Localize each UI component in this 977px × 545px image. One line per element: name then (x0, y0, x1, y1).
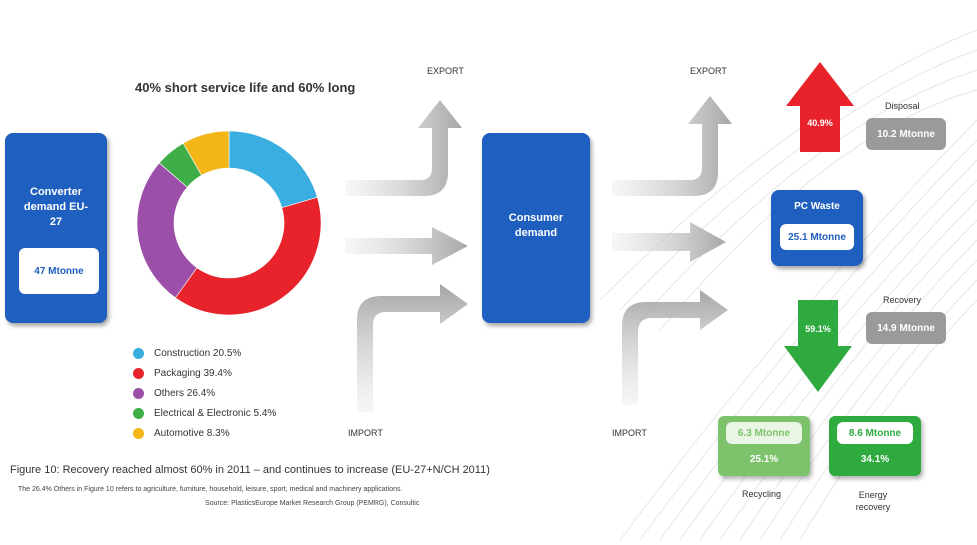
legend-label: Packaging 39.4% (154, 367, 232, 379)
donut-slice-packaging (174, 196, 322, 316)
export-arrow-right (612, 96, 732, 196)
converter-demand-box: Converter demand EU-27 47 Mtonne (5, 133, 107, 323)
legend-item-packaging: Packaging 39.4% (133, 363, 276, 383)
recovery-label: Recovery (883, 295, 922, 305)
chart-title: 40% short service life and 60% long (135, 80, 356, 95)
legend-label: Automotive 8.3% (154, 427, 230, 439)
legend-swatch (133, 387, 144, 399)
donut-slice-automotive (182, 130, 230, 176)
recovery-percent: 59.1% (805, 324, 831, 334)
legend-label: Others 26.4% (154, 387, 216, 399)
legend-label: Construction 20.5% (154, 347, 242, 359)
legend-label: Electrical & Electronic 5.4% (154, 407, 277, 419)
recycling-value: 6.3 Mtonne (726, 422, 802, 444)
energy-recovery-label: Energy recovery (855, 490, 891, 512)
consumer-demand-box: Consumer demand (482, 133, 590, 323)
disposal-percent: 40.9% (807, 118, 833, 128)
legend-swatch (133, 427, 144, 439)
import-arrow-left (357, 284, 468, 412)
energy-recovery-value: 8.6 Mtonne (837, 422, 913, 444)
import-label-right: IMPORT (612, 428, 647, 438)
legend-swatch (133, 347, 144, 359)
energy-recovery-box: 8.6 Mtonne 34.1% (829, 416, 921, 476)
recycling-label: Recycling (742, 489, 782, 499)
export-label-right: EXPORT (690, 66, 727, 76)
disposal-label: Disposal (885, 101, 920, 111)
pc-waste-value: 25.1 Mtonne (780, 224, 854, 250)
pc-waste-box: PC Waste 25.1 Mtonne (771, 190, 863, 266)
flow-arrow-right (612, 222, 726, 262)
recycling-percent: 25.1% (749, 454, 779, 465)
legend-swatch (133, 367, 144, 379)
converter-demand-title: Converter demand EU-27 (23, 186, 89, 228)
figure-caption: Figure 10: Recovery reached almost 60% i… (10, 464, 490, 476)
import-label-left: IMPORT (348, 428, 383, 438)
recovery-arrow (784, 300, 852, 392)
recycling-box: 6.3 Mtonne 25.1% (718, 416, 810, 476)
legend-item-construction: Construction 20.5% (133, 343, 276, 363)
chart-legend: Construction 20.5% Packaging 39.4% Others … (133, 343, 276, 443)
legend-item-automotive: Automotive 8.3% (133, 423, 276, 443)
disposal-value: 10.2 Mtonne (866, 118, 946, 150)
donut-chart (136, 130, 322, 316)
legend-item-electrical-electronic: Electrical & Electronic 5.4% (133, 403, 276, 423)
pc-waste-title: PC Waste (794, 201, 840, 212)
consumer-demand-title: Consumer demand (508, 212, 564, 239)
donut-slice-others (136, 162, 198, 299)
figure-source: Source: PlasticsEurope Market Research G… (205, 500, 420, 507)
legend-swatch (133, 407, 144, 419)
figure-note: The 26.4% Others in Figure 10 refers to … (18, 486, 403, 493)
export-label-left: EXPORT (427, 66, 464, 76)
recovery-value: 14.9 Mtonne (866, 312, 946, 344)
disposal-arrow (786, 62, 854, 152)
converter-demand-value: 47 Mtonne (19, 248, 99, 294)
import-arrow-right (622, 290, 728, 405)
flow-arrow-left (345, 227, 468, 265)
export-arrow-left (345, 100, 462, 196)
legend-item-others: Others 26.4% (133, 383, 276, 403)
energy-recovery-percent: 34.1% (860, 454, 890, 465)
